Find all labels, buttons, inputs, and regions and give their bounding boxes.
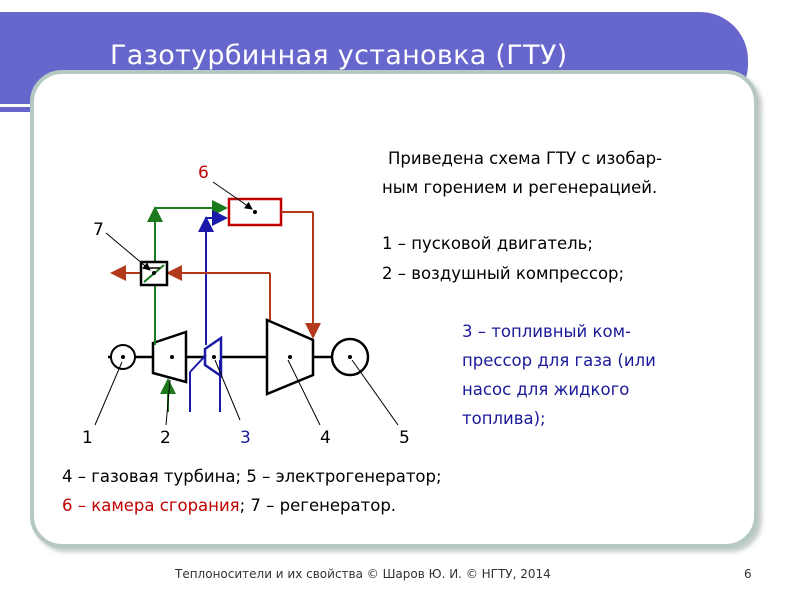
item-3-line-2: прессор для газа (или xyxy=(462,351,656,370)
item-3-line-1: 3 – топливный ком- xyxy=(462,322,631,341)
item-1: 1 – пусковой двигатель; xyxy=(382,234,593,253)
item-3-line-3: насос для жидкого xyxy=(462,380,630,399)
label-1: 1 xyxy=(82,428,93,448)
item-6-label: 6 – камера сгорания xyxy=(62,496,240,515)
label-4: 4 xyxy=(320,428,331,448)
combustion-chamber xyxy=(227,197,283,227)
leader-lines xyxy=(94,181,399,426)
footer-text: Теплоносители и их свойства © Шаров Ю. И… xyxy=(175,567,551,581)
item-6-7: 6 – камера сгорания; 7 – регенератор. xyxy=(62,490,396,521)
item-2: 2 – воздушный компрессор; xyxy=(382,264,625,283)
label-5: 5 xyxy=(399,428,410,448)
fuel-flow xyxy=(189,210,228,412)
label-3: 3 xyxy=(240,428,251,448)
label-2: 2 xyxy=(160,428,171,448)
generator xyxy=(330,337,370,377)
air-compressor xyxy=(151,330,188,384)
label-6: 6 xyxy=(198,163,209,183)
starter-motor xyxy=(110,344,136,370)
gas-turbine xyxy=(265,318,315,396)
intro-line-1: Приведена схема ГТУ с изобар- xyxy=(388,149,663,168)
page-number: 6 xyxy=(744,567,752,581)
item-4-5: 4 – газовая турбина; 5 – электрогенерато… xyxy=(62,467,442,486)
item-3-line-4: топлива); xyxy=(462,409,546,428)
intro-line-2: ным горением и регенерацией. xyxy=(382,178,658,197)
fuel-compressor xyxy=(203,335,223,379)
label-7: 7 xyxy=(93,220,104,240)
exhaust-flow xyxy=(110,211,321,339)
content-frame xyxy=(30,70,758,548)
item-7-label: ; 7 – регенератор. xyxy=(239,496,397,515)
slide-title: Газотурбинная установка (ГТУ) xyxy=(110,40,568,71)
